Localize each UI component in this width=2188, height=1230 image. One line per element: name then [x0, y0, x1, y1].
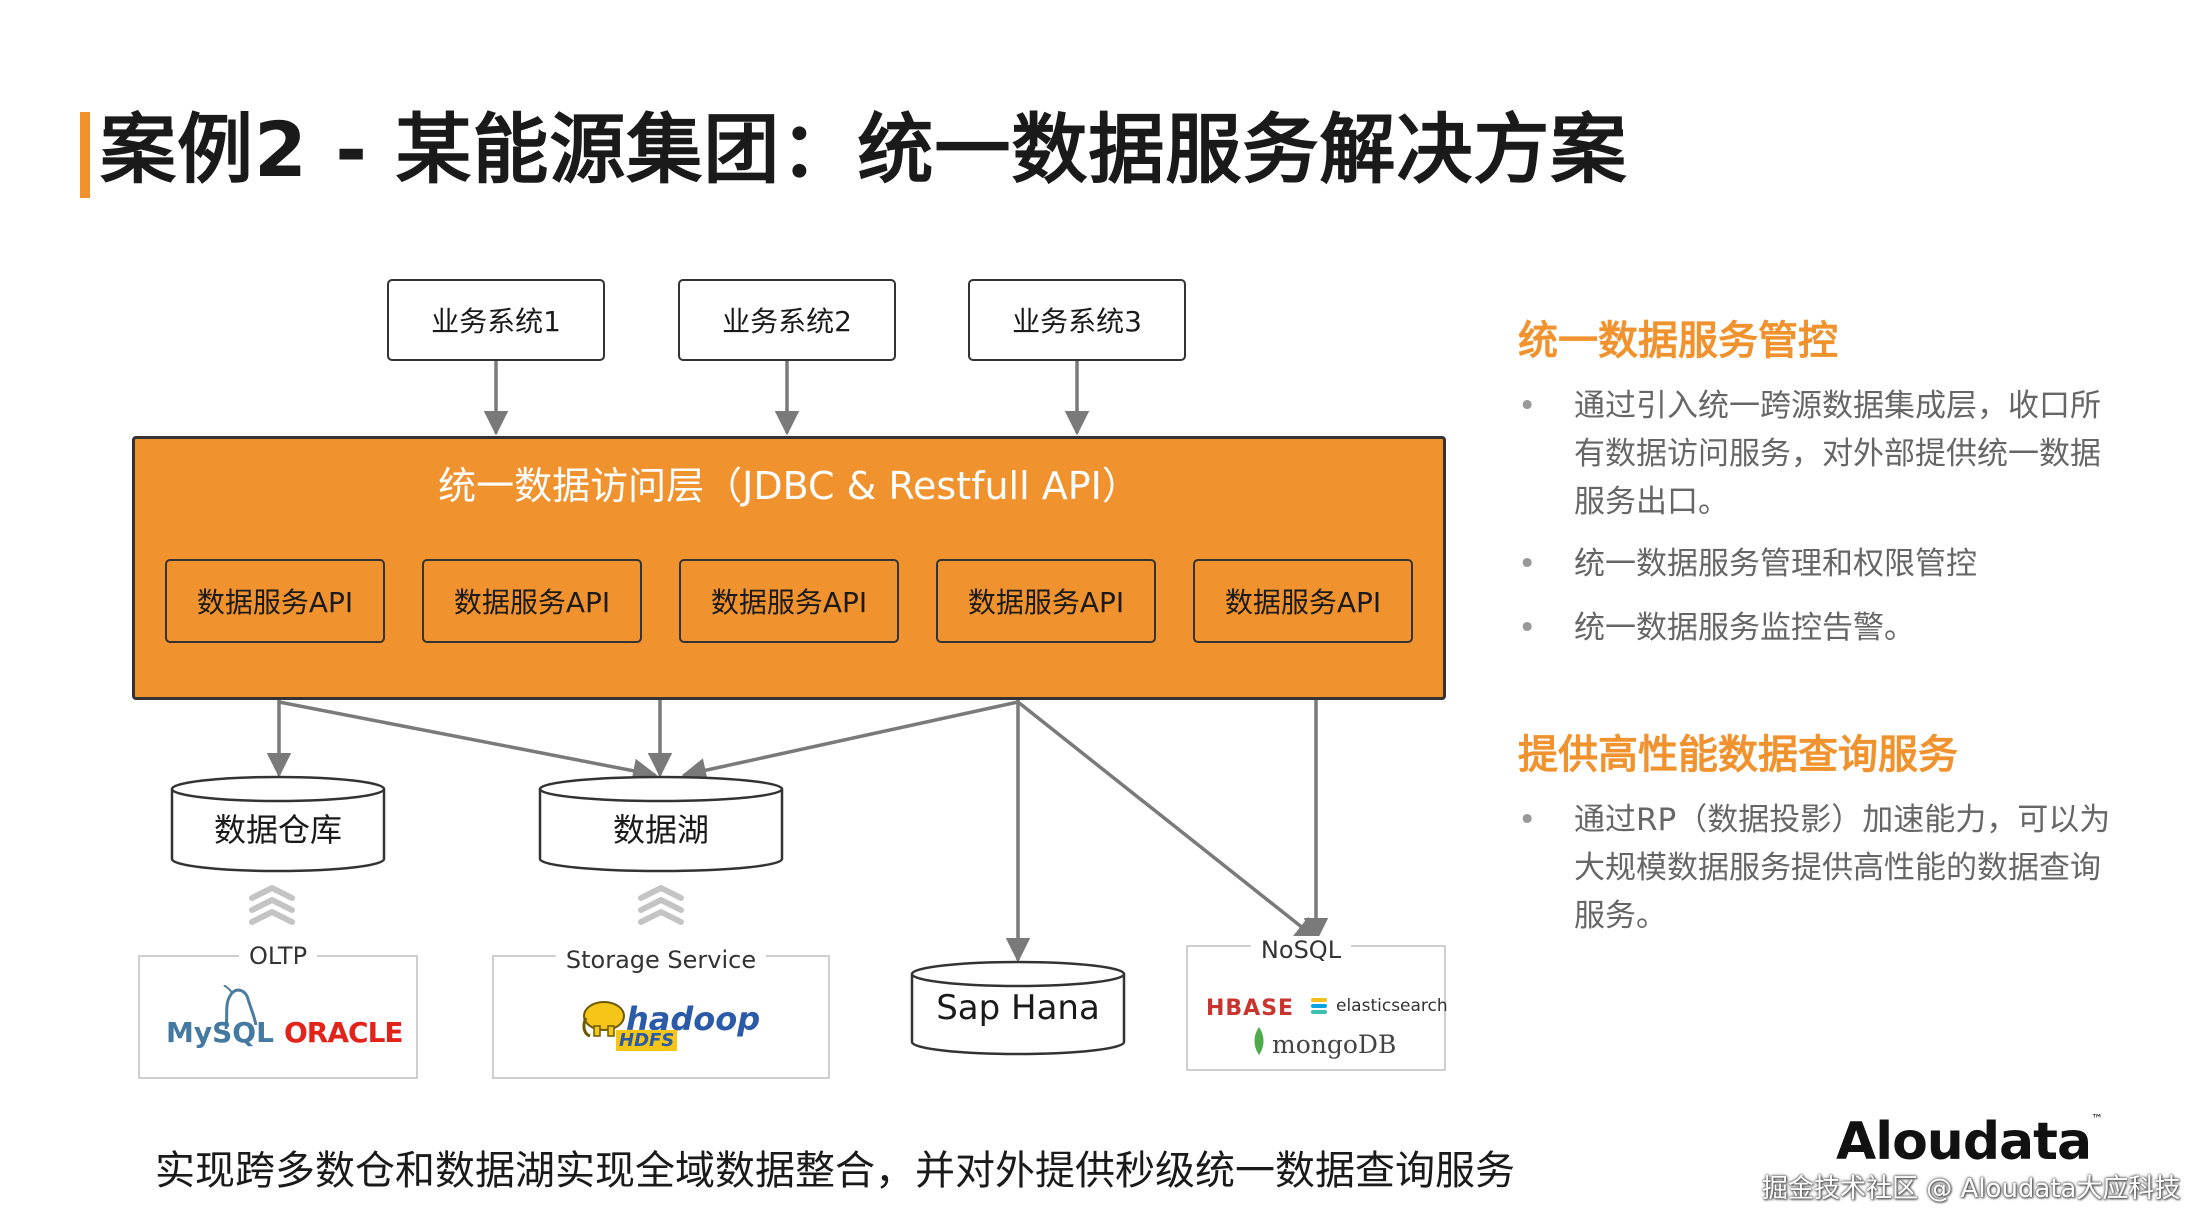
- arrow-layer-lake-left: [278, 700, 658, 783]
- hbase-logo: HBASE: [1206, 996, 1295, 1021]
- sap-hana-cylinder: Sap Hana: [910, 960, 1126, 1056]
- bullet-dot: •: [1518, 802, 1537, 838]
- elasticsearch-logo: elasticsearch: [1336, 996, 1448, 1016]
- oltp-label: OLTP: [238, 942, 318, 970]
- bullet-text: 通过RP（数据投影）加速能力，可以为大规模数据服务提供高性能的数据查询服务。: [1574, 802, 2111, 934]
- hadoop-elephant-icon: [582, 1001, 625, 1038]
- watermark: 掘金技术社区 @ Aloudata大应科技: [1762, 1174, 2181, 1204]
- bullet-text: 统一数据服务管理和权限管控: [1574, 546, 1977, 582]
- mysql-logo: MySQL: [166, 1016, 274, 1049]
- data-service-api-4: 数据服务API: [936, 559, 1156, 643]
- business-system-2: 业务系统2: [678, 279, 896, 361]
- title-accent-bar: [80, 112, 90, 198]
- data-lake-cylinder: 数据湖: [538, 775, 784, 873]
- business-system-3: 业务系统3: [968, 279, 1186, 361]
- business-system-1: 业务系统1: [387, 279, 605, 361]
- hdfs-logo: HDFS: [616, 1030, 678, 1051]
- mongodb-leaf-icon: [1254, 1027, 1264, 1055]
- bullet-item: • 统一数据服务监控告警。: [1518, 604, 2128, 652]
- brand-trademark: ™: [2091, 1112, 2103, 1126]
- page-title: 案例2 - 某能源集团：统一数据服务解决方案: [100, 105, 1628, 194]
- footer-summary: 实现跨多数仓和数据湖实现全域数据整合，并对外提供秒级统一数据查询服务: [155, 1148, 1515, 1194]
- data-service-api-2: 数据服务API: [422, 559, 642, 643]
- mongodb-logo: mongoDB: [1272, 1030, 1397, 1059]
- access-layer-title: 统一数据访问层（JDBC & Restfull API）: [438, 464, 1140, 508]
- bullet-dot: •: [1518, 610, 1537, 646]
- section-heading-governance: 统一数据服务管控: [1518, 318, 1838, 364]
- section-heading-performance: 提供高性能数据查询服务: [1518, 732, 1958, 778]
- data-service-api-3: 数据服务API: [679, 559, 899, 643]
- bullet-item: • 统一数据服务管理和权限管控: [1518, 540, 2128, 588]
- bullet-text: 统一数据服务监控告警。: [1574, 610, 1915, 646]
- mysql-dolphin-icon: [223, 985, 258, 1030]
- brand-name: Aloudata: [1836, 1112, 2092, 1172]
- oracle-logo: ORACLE: [284, 1016, 404, 1049]
- data-service-api-1: 数据服务API: [165, 559, 385, 643]
- bullet-dot: •: [1518, 546, 1537, 582]
- data-lake-label: 数据湖: [612, 811, 709, 849]
- brand-logo: Aloudata™: [1836, 1112, 2103, 1172]
- data-service-api-5: 数据服务API: [1193, 559, 1413, 643]
- sync-stack-icon: [638, 885, 684, 925]
- data-warehouse-label: 数据仓库: [213, 811, 342, 849]
- bullet-text: 通过引入统一跨源数据集成层，收口所有数据访问服务，对外部提供统一数据服务出口。: [1574, 388, 2101, 520]
- arrow-layer-nosql-diag: [1016, 700, 1320, 942]
- bullet-item: • 通过引入统一跨源数据集成层，收口所有数据访问服务，对外部提供统一数据服务出口…: [1518, 382, 2128, 526]
- elasticsearch-icon: [1311, 998, 1327, 1014]
- data-warehouse-cylinder: 数据仓库: [170, 775, 386, 873]
- arrow-layer-lake-right: [681, 700, 1019, 783]
- sap-hana-label: Sap Hana: [936, 988, 1100, 1028]
- bullet-item: • 通过RP（数据投影）加速能力，可以为大规模数据服务提供高性能的数据查询服务。: [1518, 796, 2128, 940]
- bullet-dot: •: [1518, 388, 1537, 424]
- sync-stack-icon: [249, 885, 295, 925]
- storage-service-label: Storage Service: [555, 946, 767, 974]
- nosql-label: NoSQL: [1250, 936, 1352, 964]
